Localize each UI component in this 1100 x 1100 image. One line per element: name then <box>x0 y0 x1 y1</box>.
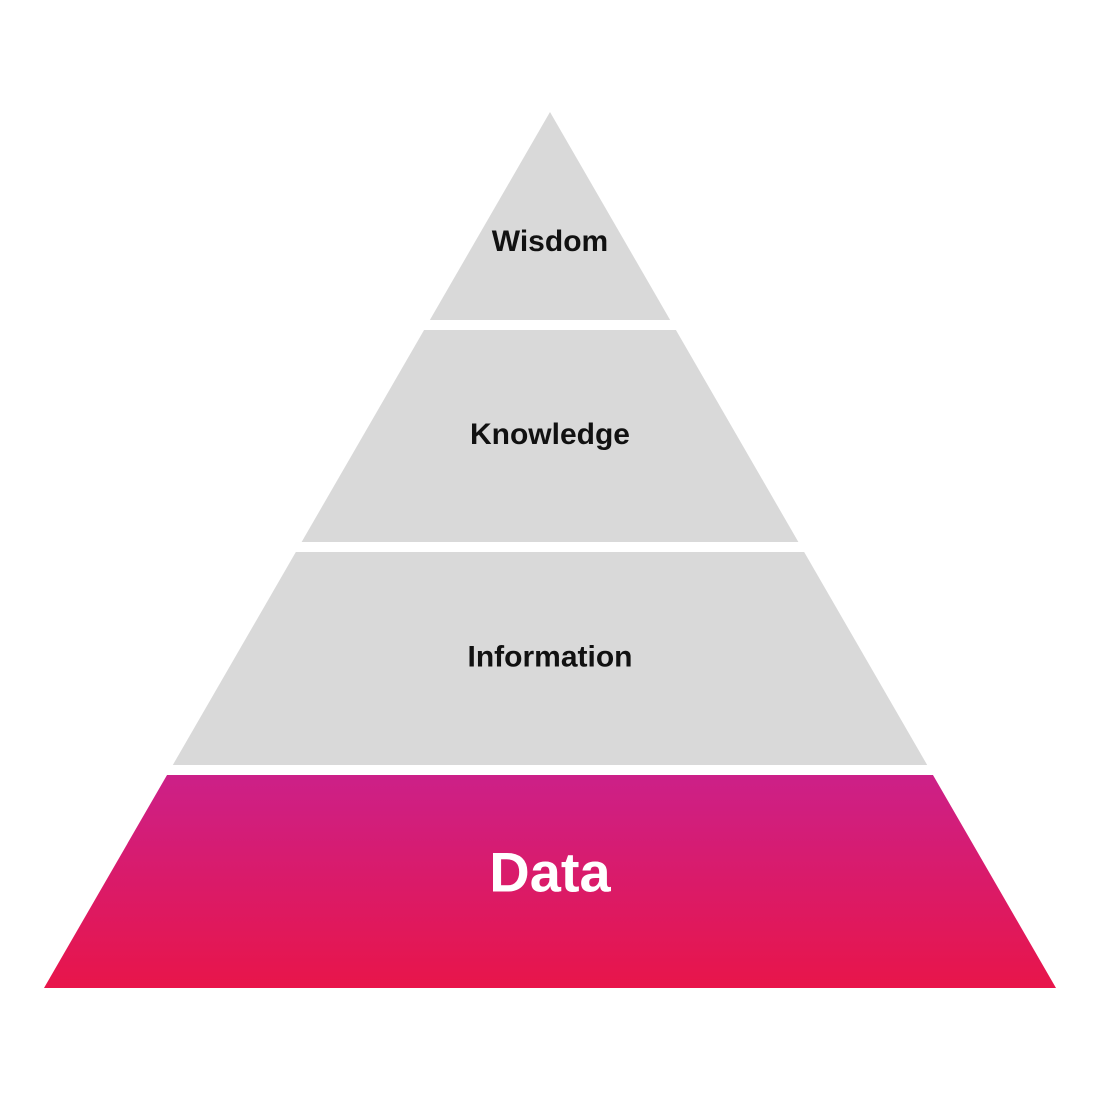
tier-label-data: Data <box>489 840 611 903</box>
tier-wisdom <box>429 112 671 320</box>
tier-label-wisdom: Wisdom <box>492 225 608 258</box>
tier-information <box>172 552 928 765</box>
tier-knowledge <box>301 330 799 542</box>
tier-label-information: Information <box>468 640 633 673</box>
tier-label-knowledge: Knowledge <box>470 418 630 451</box>
tier-data <box>44 775 1056 988</box>
